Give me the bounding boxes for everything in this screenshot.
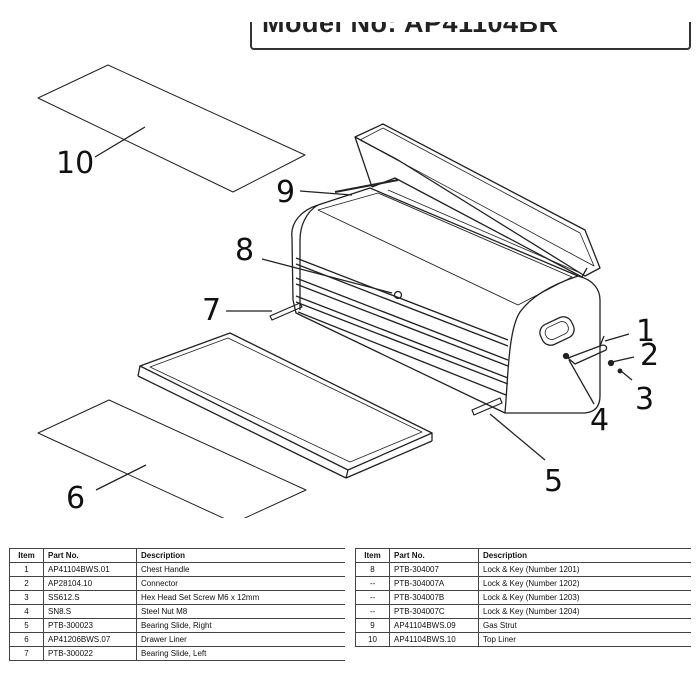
callout-10: 10 <box>56 146 95 181</box>
table-row: -- PTB-304007C Lock & Key (Number 1204) <box>355 604 691 619</box>
item-cell: 1 <box>9 562 44 577</box>
part-no-cell: PTB-304007A <box>389 576 479 591</box>
bearing-slide-left <box>269 302 303 321</box>
column-header-part-no: Part No. <box>389 548 479 563</box>
column-header-item: Item <box>355 548 390 563</box>
callout-3: 3 <box>635 382 655 417</box>
item-cell: 3 <box>9 590 44 605</box>
parts-table-left: Item Part No. Description 1 AP41104BWS.0… <box>9 548 345 661</box>
callout-1: 1 <box>636 314 656 349</box>
part-no-cell: PTB-304007C <box>389 604 479 619</box>
description-cell: Bearing Slide, Left <box>136 646 345 661</box>
exploded-parts-diagram <box>37 64 635 518</box>
part-no-cell: AP28104.10 <box>43 576 137 591</box>
steel-nut <box>562 352 570 360</box>
table-row: 4 SN8.S Steel Nut M8 <box>9 604 345 619</box>
description-cell: Bearing Slide, Right <box>136 618 345 633</box>
part-no-cell: PTB-300023 <box>43 618 137 633</box>
callout-4: 4 <box>590 403 610 438</box>
leader-5 <box>489 413 546 461</box>
leader-1 <box>604 333 630 342</box>
column-header-part-no: Part No. <box>43 548 137 563</box>
item-cell: 7 <box>9 646 44 661</box>
leader-4 <box>568 359 595 405</box>
bearing-slide-right <box>471 397 503 416</box>
table-row: -- PTB-304007B Lock & Key (Number 1203) <box>355 590 691 605</box>
part-no-cell: AP41206BWS.07 <box>43 632 137 647</box>
callout-5: 5 <box>544 464 564 499</box>
column-header-description: Description <box>136 548 345 563</box>
description-cell: Top Liner <box>478 632 691 647</box>
model-number-text: Model No: AP41104BR <box>262 22 559 38</box>
description-cell: Lock & Key (Number 1204) <box>478 604 691 619</box>
table-row: 2 AP28104.10 Connector <box>9 576 345 591</box>
callout-9: 9 <box>276 175 296 210</box>
table-row: 6 AP41206BWS.07 Drawer Liner <box>9 632 345 647</box>
description-cell: Lock & Key (Number 1201) <box>478 562 691 577</box>
part-no-cell: PTB-300022 <box>43 646 137 661</box>
table-header-row: Item Part No. Description <box>355 548 691 563</box>
drawer-liner-sheet <box>37 399 307 518</box>
chest-lid <box>354 123 601 278</box>
callout-8: 8 <box>235 233 255 268</box>
drawer-tray <box>137 332 433 479</box>
description-cell: Hex Head Set Screw M6 x 12mm <box>136 590 345 605</box>
table-row: 9 AP41104BWS.09 Gas Strut <box>355 618 691 633</box>
leader-6 <box>95 464 147 491</box>
item-cell: 5 <box>9 618 44 633</box>
part-no-cell: AP41104BWS.09 <box>389 618 479 633</box>
callout-6: 6 <box>66 481 86 516</box>
part-no-cell: SS612.S <box>43 590 137 605</box>
callout-2: 2 <box>640 338 660 373</box>
table-row: 7 PTB-300022 Bearing Slide, Left <box>9 646 345 661</box>
table-row: 5 PTB-300023 Bearing Slide, Right <box>9 618 345 633</box>
item-cell: 2 <box>9 576 44 591</box>
item-cell: -- <box>355 590 390 605</box>
item-cell: 6 <box>9 632 44 647</box>
part-no-cell: AP41104BWS.01 <box>43 562 137 577</box>
table-row: 8 PTB-304007 Lock & Key (Number 1201) <box>355 562 691 577</box>
leader-2 <box>611 356 635 363</box>
description-cell: Gas Strut <box>478 618 691 633</box>
table-row: 1 AP41104BWS.01 Chest Handle <box>9 562 345 577</box>
leader-3 <box>620 370 633 381</box>
leader-9 <box>299 190 353 196</box>
description-cell: Lock & Key (Number 1203) <box>478 590 691 605</box>
leader-10 <box>94 126 146 158</box>
item-cell: 4 <box>9 604 44 619</box>
part-no-cell: PTB-304007B <box>389 590 479 605</box>
item-cell: 10 <box>355 632 390 647</box>
part-no-cell: PTB-304007 <box>389 562 479 577</box>
chest-body <box>291 187 601 414</box>
item-cell: 9 <box>355 618 390 633</box>
table-row: -- PTB-304007A Lock & Key (Number 1202) <box>355 576 691 591</box>
description-cell: Connector <box>136 576 345 591</box>
leader-8 <box>261 258 393 294</box>
item-cell: -- <box>355 604 390 619</box>
gas-strut <box>334 179 399 193</box>
top-liner-sheet <box>37 64 306 193</box>
table-row: 10 AP41104BWS.10 Top Liner <box>355 632 691 647</box>
part-no-cell: SN8.S <box>43 604 137 619</box>
chest-handle <box>567 344 608 365</box>
table-header-row: Item Part No. Description <box>9 548 345 563</box>
column-header-item: Item <box>9 548 44 563</box>
description-cell: Chest Handle <box>136 562 345 577</box>
description-cell: Lock & Key (Number 1202) <box>478 576 691 591</box>
item-cell: -- <box>355 576 390 591</box>
item-cell: 8 <box>355 562 390 577</box>
callout-7: 7 <box>202 293 222 328</box>
column-header-description: Description <box>478 548 691 563</box>
table-row: 3 SS612.S Hex Head Set Screw M6 x 12mm <box>9 590 345 605</box>
description-cell: Drawer Liner <box>136 632 345 647</box>
model-number-header: Model No: AP41104BR <box>250 22 691 50</box>
parts-table-right: Item Part No. Description 8 PTB-304007 L… <box>355 548 691 647</box>
part-no-cell: AP41104BWS.10 <box>389 632 479 647</box>
description-cell: Steel Nut M8 <box>136 604 345 619</box>
